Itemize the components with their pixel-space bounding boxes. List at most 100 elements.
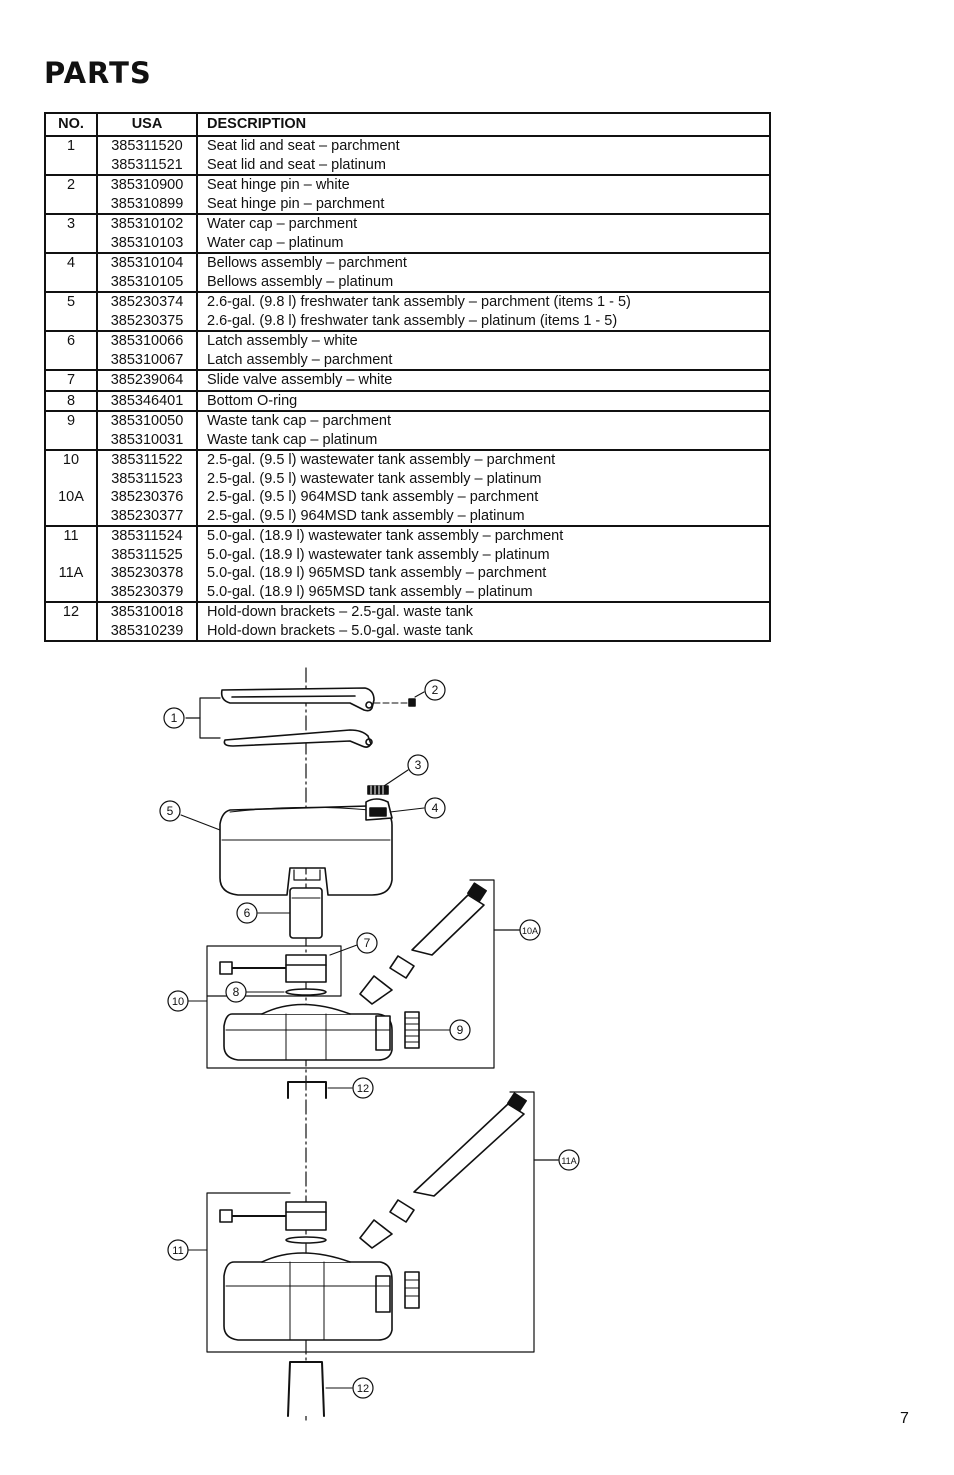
callout-label-4: 4	[432, 801, 439, 815]
callout-1	[163, 707, 185, 729]
part-number-cell-line: 4	[66, 255, 76, 271]
usa-part-cell: 385310900 385310899	[96, 174, 198, 215]
usa-part-cell-line: 385230375	[110, 312, 184, 329]
column-header-description: DESCRIPTION	[196, 112, 771, 137]
description-cell: 2.5-gal. (9.5 l) wastewater tank assembl…	[196, 449, 771, 527]
part-number-cell: 12	[44, 601, 98, 642]
callout-label-9: 9	[457, 1023, 464, 1037]
hold-down-bracket-large-drawing	[287, 1361, 325, 1417]
o-ring-drawing	[285, 988, 327, 996]
description-cell-line: Water cap – platinum	[207, 234, 344, 251]
description-cell-line: Latch assembly – parchment	[207, 351, 393, 368]
description-cell-line: 2.5-gal. (9.5 l) 964MSD tank assembly – …	[207, 507, 525, 524]
callout-5	[159, 800, 181, 822]
callout-2	[424, 679, 446, 701]
description-cell-line: Hold-down brackets – 5.0-gal. waste tank	[207, 622, 473, 639]
callout-label-5: 5	[167, 804, 174, 818]
part-number-cell-line: 10	[62, 452, 80, 468]
callout-label-7: 7	[364, 936, 371, 950]
latch-drawing	[289, 887, 323, 939]
description-cell-line: 2.6-gal. (9.8 l) freshwater tank assembl…	[207, 312, 618, 329]
callout-10	[167, 990, 189, 1012]
hinge-pin-drawing	[373, 698, 416, 707]
description-cell-line: Seat hinge pin – parchment	[207, 195, 385, 212]
part-number-cell: 1	[44, 135, 98, 176]
usa-part-cell-line: 385310900	[110, 177, 184, 193]
part-number-cell: 10 10A	[44, 449, 98, 527]
part-number-cell: 4	[44, 252, 98, 293]
part-number-cell: 11 11A	[44, 525, 98, 603]
usa-part-cell-line: 385310067	[110, 351, 184, 368]
usa-part-cell-line: 385230379	[110, 583, 184, 600]
callout-labels: 1 2 3 4 5 6 7 8 9 10 10A 12 11A 11 12	[167, 683, 577, 1395]
leader-lines	[180, 691, 451, 1389]
callout-label-11: 11	[172, 1245, 183, 1257]
column-header-no: NO.	[44, 112, 98, 137]
part-number-cell: 5	[44, 291, 98, 332]
callout-label-6: 6	[244, 906, 251, 920]
description-cell-line: Seat hinge pin – white	[207, 177, 350, 193]
usa-part-cell-line: 385310103	[110, 234, 184, 251]
callout-label-1: 1	[171, 711, 178, 725]
callout-6	[236, 902, 258, 924]
page-title: PARTS	[44, 56, 152, 90]
part-number-cell: 9	[44, 410, 98, 451]
part-number-cell-line: 1	[66, 138, 76, 154]
usa-part-cell-line: 385310899	[110, 195, 184, 212]
description-cell: Slide valve assembly – white	[196, 369, 771, 392]
description-cell-line: Waste tank cap – parchment	[207, 413, 392, 429]
description-cell-line: 2.5-gal. (9.5 l) 964MSD tank assembly – …	[207, 489, 539, 505]
usa-part-cell: 385346401	[96, 389, 198, 412]
part-number-cell-line: 8	[66, 392, 76, 409]
usa-part-cell-line: 385311524	[111, 528, 183, 544]
water-cap-drawing	[367, 785, 389, 795]
callout-11	[167, 1239, 189, 1261]
part-number-cell-line: 11A	[58, 565, 84, 581]
description-cell-line: 5.0-gal. (18.9 l) wastewater tank assemb…	[207, 546, 550, 563]
slide-valve-large-drawing	[219, 1201, 327, 1244]
slide-valve-drawing	[219, 954, 327, 983]
freshwater-tank-drawing	[219, 798, 393, 896]
description-cell-line: 5.0-gal. (18.9 l) wastewater tank assemb…	[207, 528, 564, 544]
part-number-cell: 6	[44, 330, 98, 371]
callout-label-2: 2	[432, 683, 439, 697]
callout-label-10: 10	[172, 996, 184, 1008]
callout-label-12-small: 12	[357, 1083, 369, 1095]
usa-part-cell-line: 385310031	[110, 431, 184, 448]
usa-part-cell-line: 385310018	[110, 604, 184, 620]
description-cell-line: Seat lid and seat – platinum	[207, 156, 386, 173]
description-cell-line: Hold-down brackets – 2.5-gal. waste tank	[207, 604, 473, 620]
usa-part-cell-line: 385310105	[110, 273, 184, 290]
callout-label-11a: 11A	[561, 1156, 576, 1166]
usa-part-cell-line: 385230377	[110, 507, 184, 524]
description-cell-line: 2.5-gal. (9.5 l) wastewater tank assembl…	[207, 452, 556, 468]
waste-tank-5-0-drawing	[223, 1252, 420, 1341]
part-number-cell-line: 3	[66, 216, 76, 232]
description-cell-line: 2.6-gal. (9.8 l) freshwater tank assembl…	[207, 294, 631, 310]
usa-part-cell-line: 385311520	[111, 138, 183, 154]
part-number-cell-line: 2	[66, 177, 76, 193]
part-number-cell-line: 11	[63, 528, 79, 544]
part-number-cell-line: 10A	[58, 489, 84, 505]
msd-fitting-large-drawing	[359, 1092, 527, 1249]
table-row: 2 385310900 385310899 Seat hinge pin – whit…	[44, 174, 771, 215]
